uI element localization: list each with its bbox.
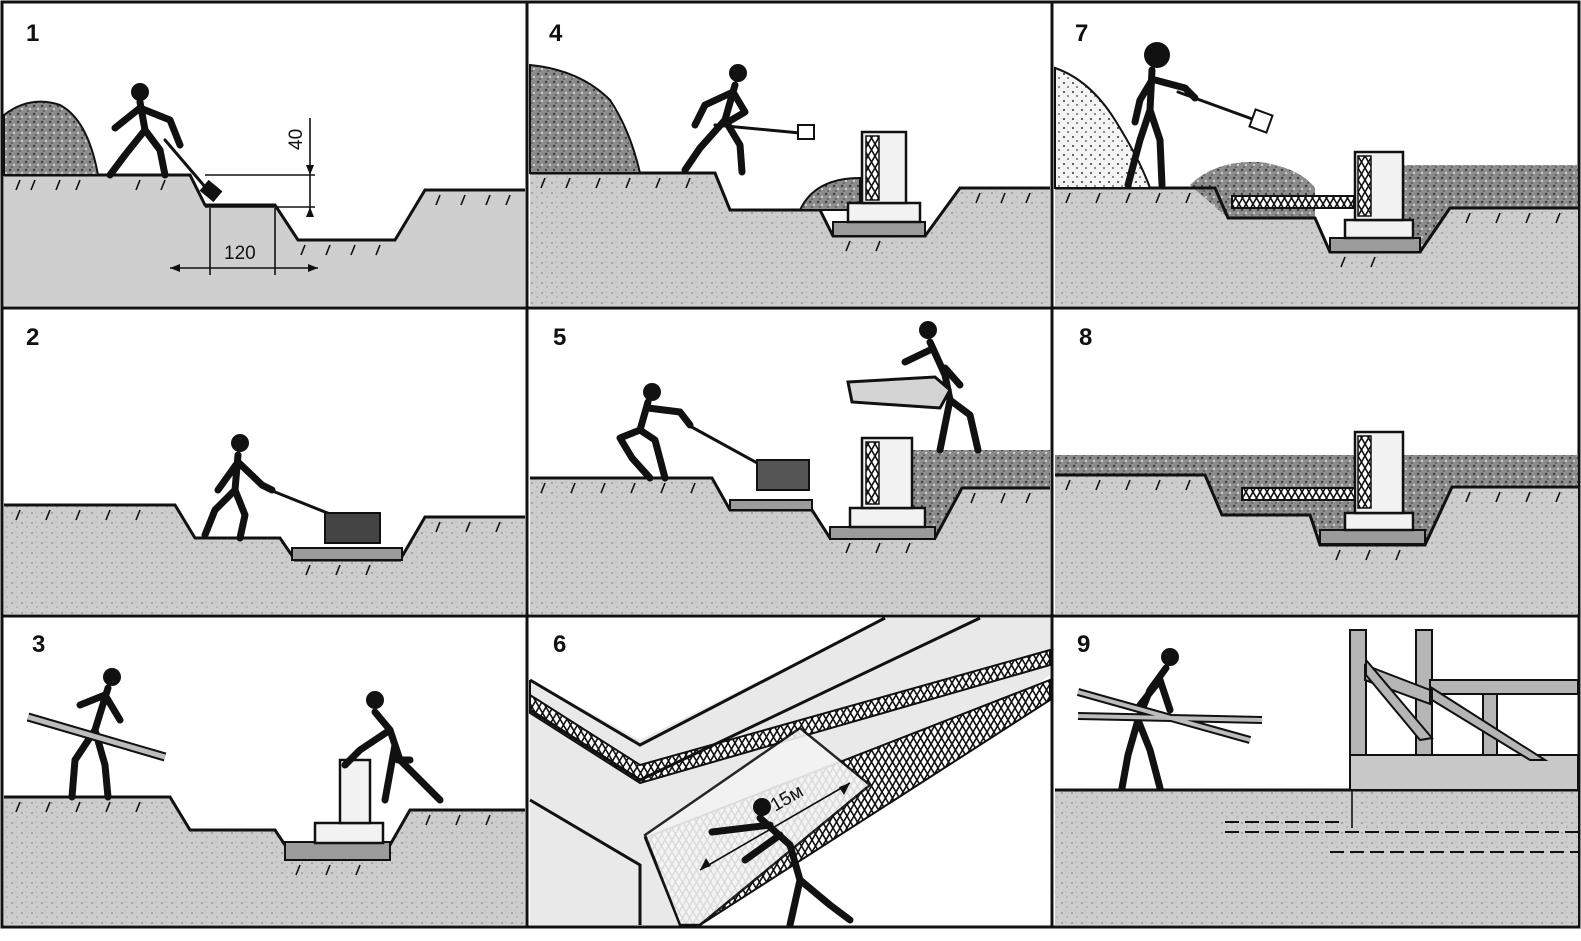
worker-figure [106, 83, 223, 203]
step-number-2: 2 [26, 324, 39, 351]
step-number-7: 7 [1075, 20, 1088, 47]
panel-4 [529, 63, 1050, 306]
panel-6: 15м [529, 616, 1051, 929]
worker-figure [1124, 42, 1274, 189]
worker-figure-carrying-boards [1076, 648, 1263, 792]
step-number-6: 6 [553, 631, 566, 658]
panel-8 [1055, 430, 1578, 614]
timber-frame [1349, 629, 1579, 791]
panel-2 [4, 434, 525, 614]
worker-figure-tamping [616, 383, 810, 491]
dimension-label-width: 120 [224, 243, 256, 264]
step-number-4: 4 [549, 20, 563, 47]
panel-3 [4, 668, 525, 925]
worker-figure [681, 64, 815, 176]
dimension-label-depth: 40 [286, 129, 307, 150]
step-number-8: 8 [1079, 324, 1092, 351]
panel-9 [1055, 629, 1579, 925]
worker-figure [708, 798, 854, 929]
step-number-9: 9 [1077, 631, 1090, 658]
step-number-5: 5 [553, 324, 566, 351]
worker-figure [201, 434, 381, 544]
dimension-lines [170, 118, 318, 275]
panel-7 [1054, 42, 1578, 306]
worker-figure-carrying-slab [846, 321, 982, 454]
panel-5 [530, 321, 1050, 614]
worker-figure-placing-block [341, 691, 444, 804]
worker-figure-carrying-board [26, 668, 167, 801]
step-number-3: 3 [32, 631, 45, 658]
step-number-1: 1 [26, 20, 39, 47]
panel-1: 40 120 [3, 83, 525, 306]
